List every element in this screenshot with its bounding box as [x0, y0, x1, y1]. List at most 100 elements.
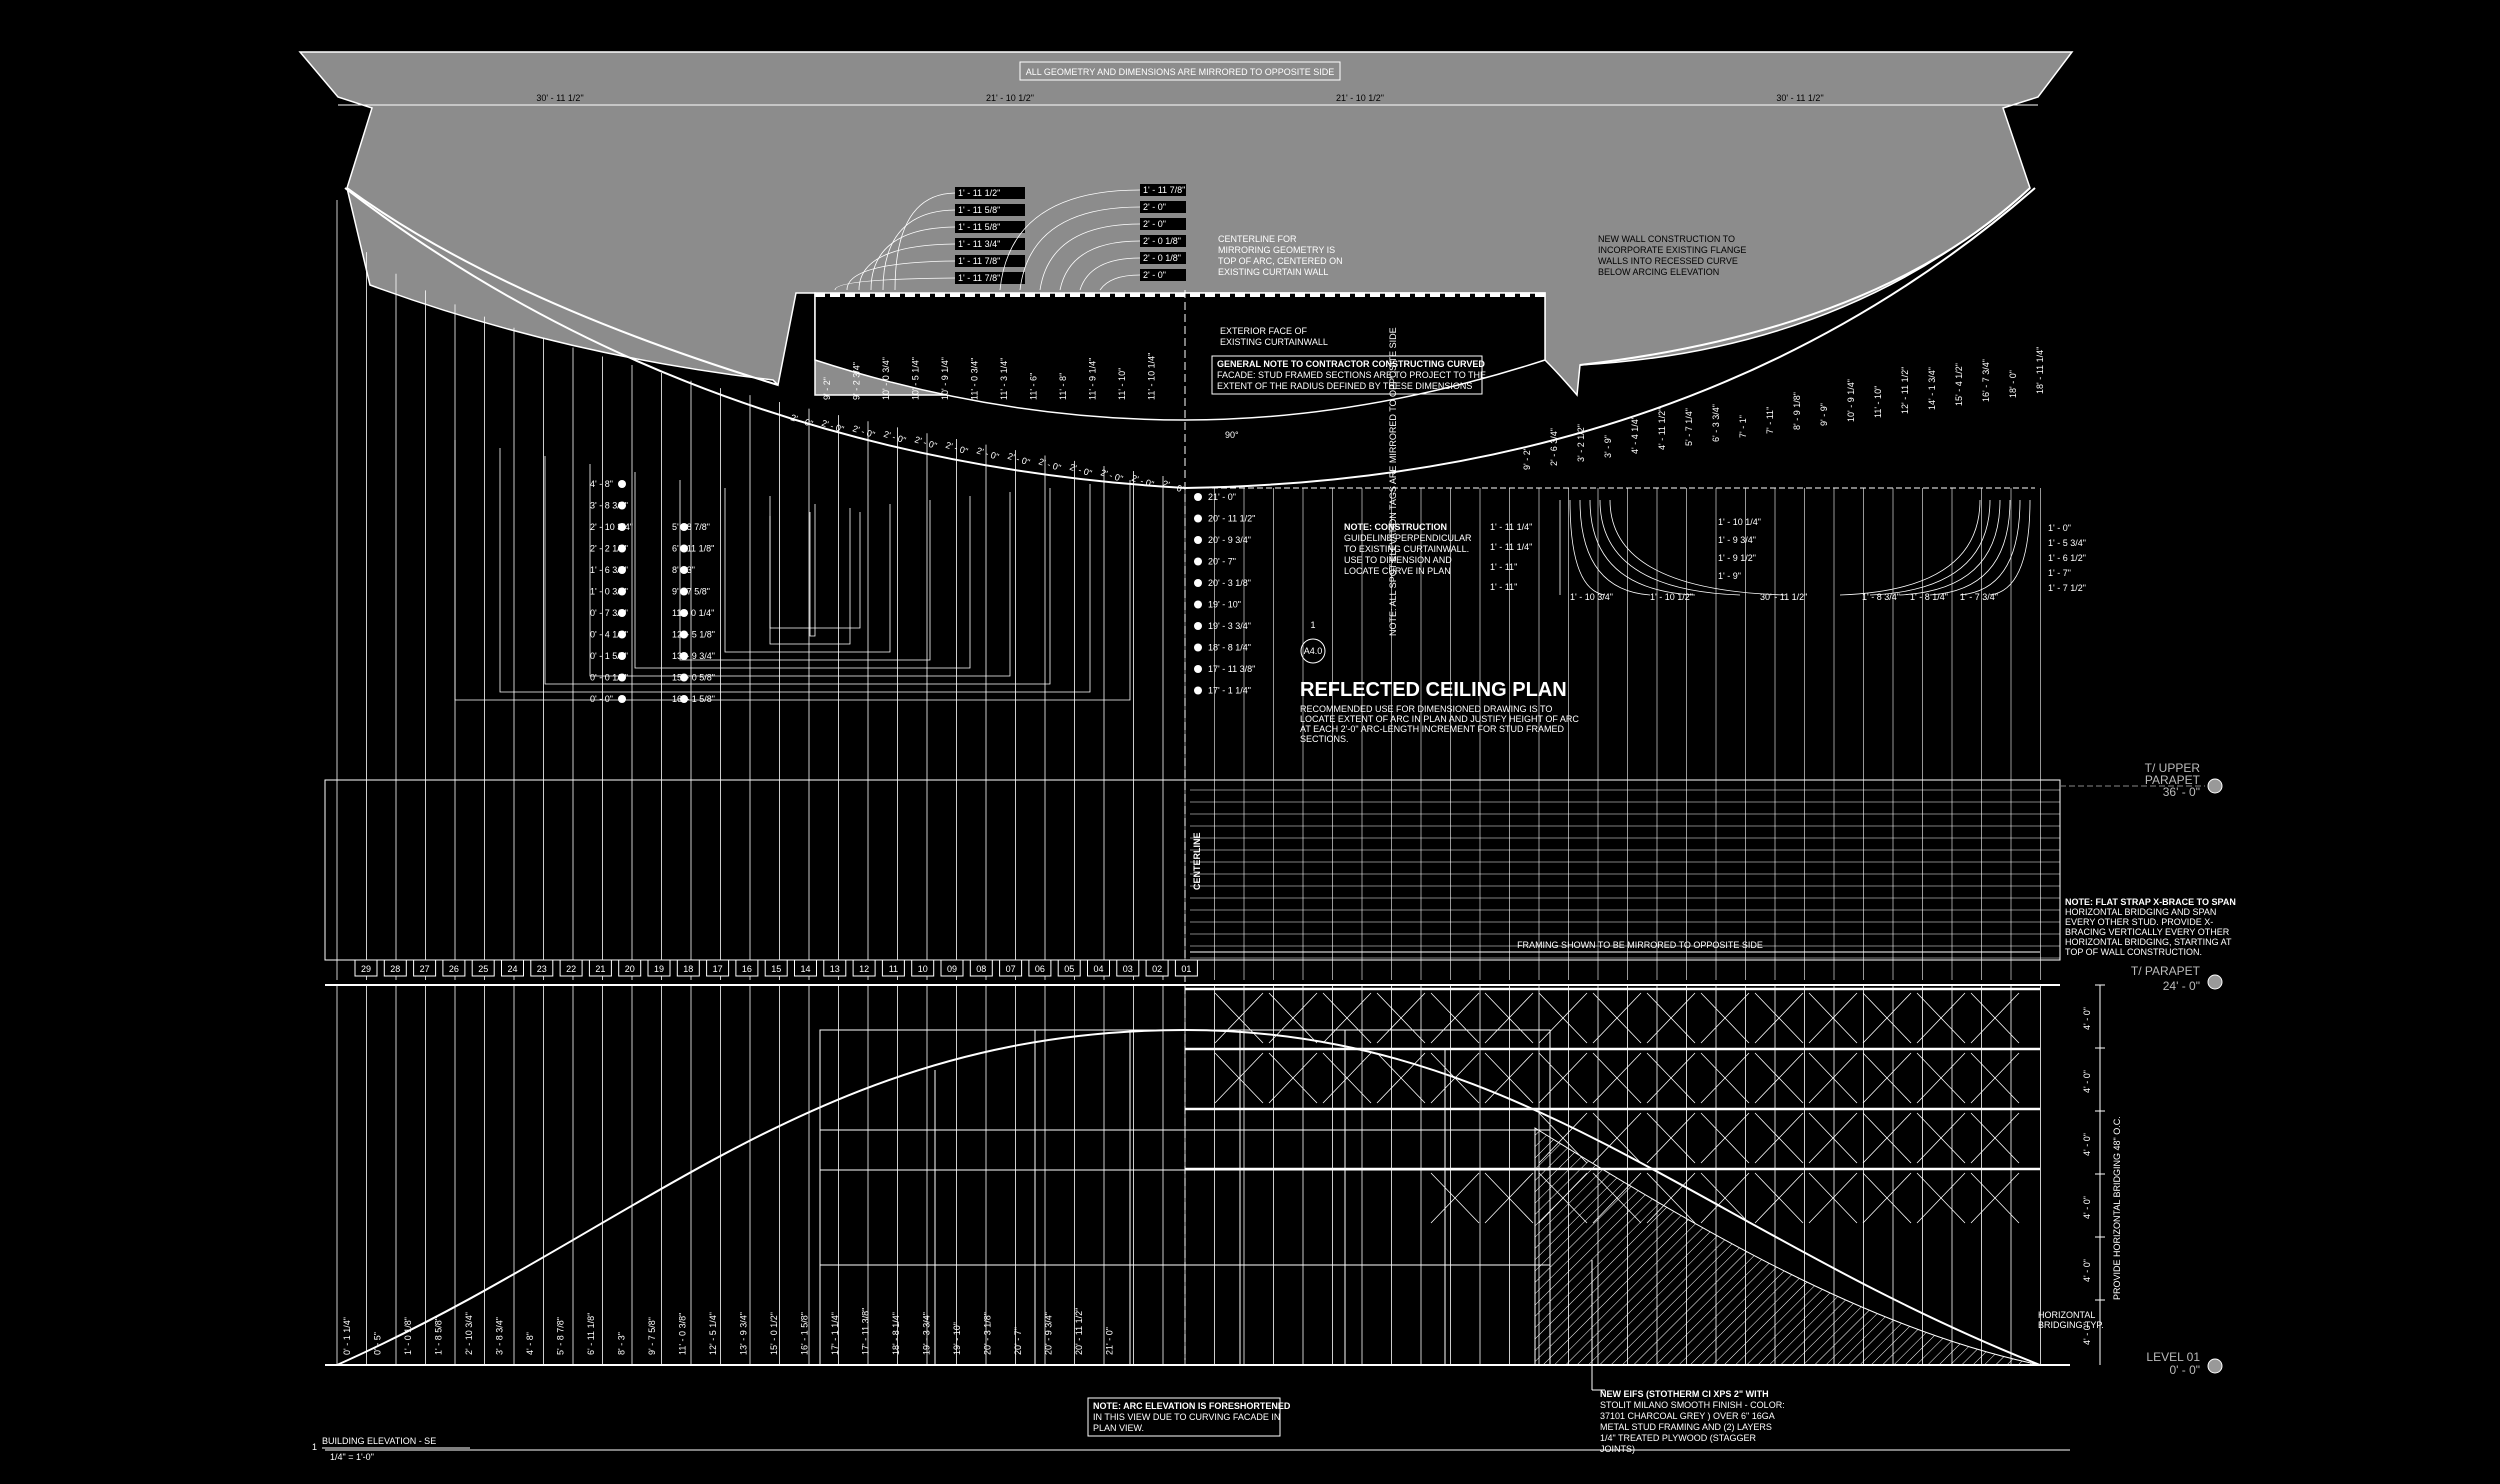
x-brace	[1970, 1172, 2020, 1224]
svg-text:METAL STUD FRAMING AND (2) LAY: METAL STUD FRAMING AND (2) LAYERS	[1600, 1422, 1772, 1432]
bay-tag-box	[588, 959, 612, 977]
spot-elevation-marker	[680, 609, 688, 617]
x-brace	[1214, 1052, 1264, 1104]
x-brace	[1862, 992, 1912, 1044]
level-01-marker: LEVEL 01 0' - 0"	[2146, 1350, 2223, 1377]
bridging-dimension: 4' - 0"	[2082, 1133, 2092, 1156]
spot-elevation-marker	[618, 609, 626, 617]
spot-elevation-label: 19' - 10"	[1208, 600, 1241, 610]
spot-elevation-label: 0' - 7 3/4"	[590, 608, 628, 618]
svg-text:LEVEL 01: LEVEL 01	[2146, 1350, 2200, 1364]
ring-arc	[1579, 499, 1651, 596]
radial-dimension: 18' - 0"	[2008, 370, 2018, 398]
right-bottom-label: 1' - 7 3/4"	[1960, 592, 1998, 602]
spot-elevation-marker	[1194, 665, 1202, 673]
bridging-dimension: 4' - 0"	[2082, 1196, 2092, 1219]
svg-text:BRIDGING TYP.: BRIDGING TYP.	[2038, 1320, 2104, 1330]
eifs-note: NEW EIFS (STOTHERM CI XPS 2" WITH STOLIT…	[1591, 1260, 1785, 1454]
spot-elevation-marker	[680, 652, 688, 660]
bay-number: 06	[1035, 964, 1045, 974]
ring-label-left: 1' - 11 1/2"	[958, 188, 1000, 198]
bay-number: 20	[625, 964, 635, 974]
bay-number: 27	[420, 964, 430, 974]
spot-elevation-label: 2' - 10 3/4"	[590, 522, 633, 532]
arc-length-rings: 1' - 11 1/2"1' - 11 5/8"1' - 11 5/8"1' -…	[834, 184, 2086, 602]
svg-text:NEW WALL CONSTRUCTION TO: NEW WALL CONSTRUCTION TO	[1598, 234, 1735, 244]
parapet-marker: T/ PARAPET 24' - 0"	[2131, 964, 2223, 993]
ring-arc	[834, 277, 956, 291]
radial-dimension: 11' - 10"	[1873, 386, 1883, 418]
spot-elevation-marker	[1194, 643, 1202, 652]
spot-elevation-label: 13' - 9 3/4"	[672, 651, 715, 661]
x-brace	[1322, 992, 1372, 1044]
svg-text:TO EXISTING CURTAINWALL.: TO EXISTING CURTAINWALL.	[1344, 544, 1469, 554]
svg-text:EXTERIOR FACE OF: EXTERIOR FACE OF	[1220, 326, 1308, 336]
spot-elevation-label: 0' - 1 5/8"	[590, 651, 628, 661]
bay-tag-box	[354, 959, 378, 977]
bay-tag-box	[852, 959, 876, 977]
right-bottom-label: 1' - 8 3/4"	[1862, 592, 1900, 602]
spot-elevation-label: 0' - 0 1/4"	[590, 673, 628, 683]
mirror-note-box	[1019, 61, 1341, 81]
svg-text:NOTE: ARC ELEVATION IS FORESHO: NOTE: ARC ELEVATION IS FORESHORTENED	[1093, 1401, 1291, 1411]
svg-text:AT EACH 2'-0" ARC-LENGTH INCRE: AT EACH 2'-0" ARC-LENGTH INCREMENT FOR S…	[1300, 724, 1564, 734]
bay-number: 08	[976, 964, 986, 974]
right-ring-label: 1' - 11"	[1490, 562, 1517, 572]
top-dim-1: 30' - 11 1/2"	[536, 93, 583, 103]
centerline-label: CENTERLINE	[1192, 832, 1202, 890]
spot-elevation-label: 0' - 0"	[590, 694, 613, 704]
spot-elevation-marker	[618, 480, 626, 488]
x-brace	[1538, 1112, 1588, 1164]
bay-tag-box	[794, 959, 817, 977]
stud-height: 1' - 0 1/8"	[403, 1317, 413, 1355]
stud-height: 18' - 8 1/4"	[891, 1312, 901, 1355]
right-ring-label: 1' - 9 1/2"	[1718, 553, 1756, 563]
spot-elevation-marker	[618, 652, 626, 660]
spot-elevation-marker	[680, 673, 688, 682]
ring-label-bg	[955, 272, 1025, 284]
radial-dimension: 7' - 11"	[1765, 407, 1775, 434]
bay-number: 19	[654, 964, 664, 974]
spot-elevation-label: 20' - 9 3/4"	[1208, 535, 1251, 545]
bay-number: 23	[537, 964, 547, 974]
svg-text:A4.0: A4.0	[1304, 646, 1323, 656]
x-brace	[1322, 1052, 1372, 1104]
ring-arc	[1899, 499, 2001, 596]
x-bracing	[1185, 987, 2040, 1224]
view-title-block: 1 BUILDING ELEVATION - SE 1/4" = 1'-0"	[312, 1436, 470, 1462]
bay-tag-box	[999, 959, 1023, 977]
svg-text:HORIZONTAL: HORIZONTAL	[2038, 1310, 2095, 1320]
radial-dimension: 9' - 2 3/4"	[852, 362, 862, 400]
x-brace	[1862, 1052, 1912, 1104]
x-brace	[1484, 992, 1534, 1044]
stud-height: 15' - 0 1/2"	[769, 1312, 779, 1355]
right-ring-label: 1' - 10 1/4"	[1718, 517, 1761, 527]
stud-height: 6' - 11 1/8"	[586, 1313, 596, 1355]
svg-text:BRACING VERTICALLY EVERY OTHER: BRACING VERTICALLY EVERY OTHER	[2065, 927, 2230, 937]
bay-number: 15	[771, 964, 781, 974]
x-brace	[1700, 1172, 1750, 1224]
radial-dimension: 9' - 2"	[1522, 447, 1532, 470]
bay-tag-box	[442, 959, 466, 977]
upper-parapet-marker: T/ UPPER PARAPET 36' - 0"	[2060, 761, 2223, 799]
x-brace	[1916, 1052, 1966, 1104]
spot-elevation-label: 1' - 0 3/4"	[590, 587, 628, 597]
new-wall-note: NEW WALL CONSTRUCTION TO INCORPORATE EXI…	[1598, 234, 1746, 277]
svg-text:LOCATE EXTENT OF ARC IN PLAN A: LOCATE EXTENT OF ARC IN PLAN AND JUSTIFY…	[1300, 714, 1579, 724]
arc-note: NOTE: ARC ELEVATION IS FORESHORTENED IN …	[1093, 1401, 1291, 1433]
spot-elevation-label: 17' - 11 3/8"	[1208, 664, 1255, 674]
x-brace	[1538, 1052, 1588, 1104]
spot-elevation-label: 17' - 1 1/4"	[1208, 686, 1251, 696]
bay-tag-box	[530, 959, 554, 977]
radial-dimension: 2' - 6 3/4"	[1549, 428, 1559, 466]
x-brace	[1430, 1052, 1480, 1104]
ring-label-left: 1' - 11 7/8"	[958, 256, 1000, 266]
right-ring-label: 1' - 6 1/2"	[2048, 553, 2086, 563]
framing-note: FRAMING SHOWN TO BE MIRRORED TO OPPOSITE…	[1517, 940, 1763, 950]
spot-elevation-label: 20' - 3 1/8"	[1208, 578, 1251, 588]
bay-tag-box	[823, 959, 847, 977]
radial-dimension: 10' - 9 1/4"	[1846, 379, 1856, 422]
bay-number: 03	[1123, 964, 1133, 974]
ring-label-right: 1' - 11 7/8"	[1143, 185, 1185, 195]
